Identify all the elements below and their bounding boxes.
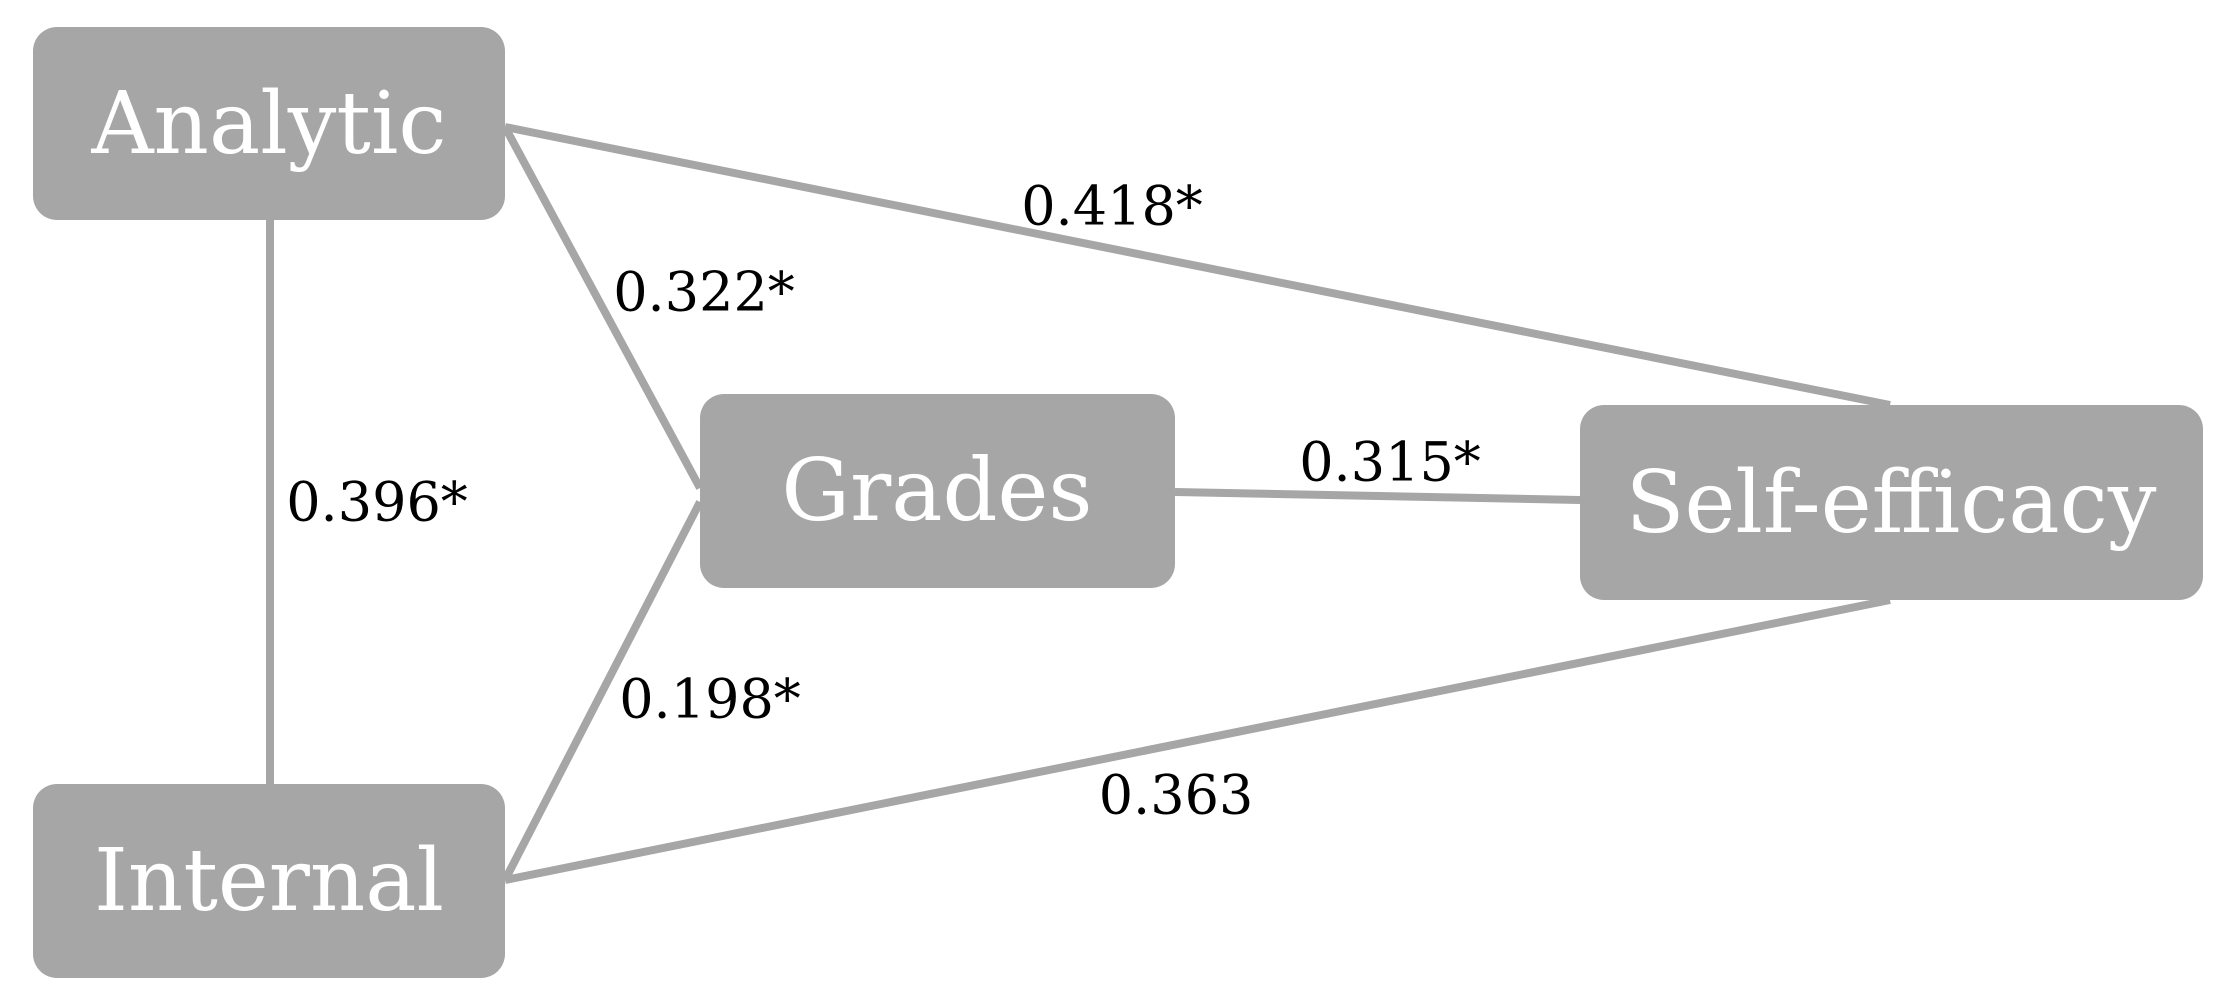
node-grades: Grades [700, 394, 1175, 588]
edge-analytic-self-efficacy [504, 123, 1891, 409]
edge-internal-self-efficacy [504, 596, 1891, 884]
edge-internal-grades [501, 500, 704, 882]
node-grades-box [700, 394, 1175, 588]
edge-label-analytic-self-efficacy: 0.418* [1021, 175, 1203, 238]
node-internal-label: Internal [94, 831, 444, 931]
edges [266, 123, 1891, 884]
edge-grades-self-efficacy [1174, 488, 1581, 504]
edge-analytic-grades [501, 125, 704, 490]
node-self-efficacy: Self-efficacy [1580, 405, 2203, 600]
edge-label-analytic-internal: 0.396* [286, 471, 468, 534]
edge-label-grades-self-efficacy: 0.315* [1299, 431, 1481, 494]
node-self-efficacy-box [1580, 405, 2203, 600]
edge-label-internal-self-efficacy: 0.363 [1099, 764, 1254, 827]
node-analytic-box [33, 27, 505, 220]
node-internal-box [33, 784, 505, 978]
node-analytic: Analytic [33, 27, 505, 220]
node-analytic-label: Analytic [90, 74, 446, 174]
edge-label-analytic-grades: 0.322* [613, 261, 795, 324]
edge-label-internal-grades: 0.198* [619, 668, 801, 731]
edge-labels: 0.396* 0.322* 0.418* 0.198* 0.363 0.315* [286, 175, 1481, 827]
node-self-efficacy-label: Self-efficacy [1626, 453, 2157, 553]
node-grades-label: Grades [781, 441, 1092, 541]
node-internal: Internal [33, 784, 505, 978]
